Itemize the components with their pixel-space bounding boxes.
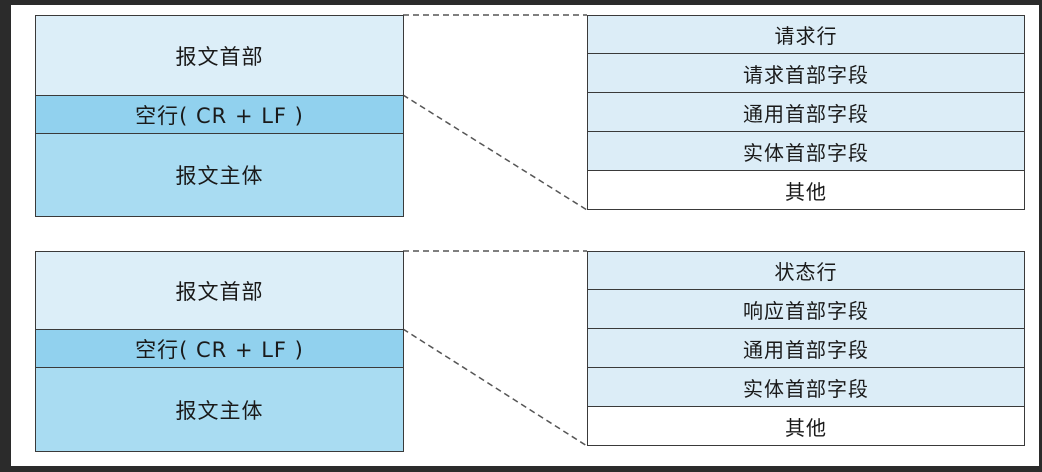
response-entity-header-fields-row: 实体首部字段 bbox=[587, 367, 1025, 407]
connector-lines bbox=[402, 14, 588, 447]
request-other-label: 其他 bbox=[785, 179, 827, 204]
request-message-body: 报文主体 bbox=[35, 133, 404, 217]
response-general-header-fields-row: 通用首部字段 bbox=[587, 328, 1025, 368]
response-message-header: 报文首部 bbox=[35, 251, 404, 330]
response-header-fields-label: 响应首部字段 bbox=[743, 298, 869, 323]
request-connector-bottom bbox=[402, 94, 588, 211]
response-other-row: 其他 bbox=[587, 406, 1025, 446]
request-general-header-fields-label: 通用首部字段 bbox=[743, 101, 869, 126]
response-message-body-label: 报文主体 bbox=[175, 398, 264, 423]
request-entity-header-fields-row: 实体首部字段 bbox=[587, 131, 1025, 171]
status-line-row: 状态行 bbox=[587, 251, 1025, 290]
request-entity-header-fields-label: 实体首部字段 bbox=[743, 140, 869, 165]
request-line-label: 请求行 bbox=[774, 24, 838, 48]
request-header-fields-row: 请求首部字段 bbox=[587, 53, 1025, 93]
request-general-header-fields-row: 通用首部字段 bbox=[587, 92, 1025, 132]
request-message-header-label: 报文首部 bbox=[175, 44, 264, 69]
request-blank-line: 空行( CR + LF ) bbox=[35, 95, 404, 134]
response-general-header-fields-label: 通用首部字段 bbox=[743, 337, 869, 362]
response-entity-header-fields-label: 实体首部字段 bbox=[743, 376, 869, 401]
request-other-row: 其他 bbox=[587, 170, 1025, 210]
response-other-label: 其他 bbox=[785, 415, 827, 440]
response-message-body: 报文主体 bbox=[35, 367, 404, 452]
response-blank-line-label: 空行( CR + LF ) bbox=[135, 337, 304, 362]
request-blank-line-label: 空行( CR + LF ) bbox=[135, 103, 304, 128]
response-message-header-label: 报文首部 bbox=[175, 279, 264, 304]
request-line-row: 请求行 bbox=[587, 15, 1025, 54]
http-message-structure-diagram: 报文首部 空行( CR + LF ) 报文主体 请求行 请求首部字段 通用首部字… bbox=[11, 5, 1039, 466]
response-header-fields-row: 响应首部字段 bbox=[587, 289, 1025, 329]
response-connector-bottom bbox=[402, 328, 588, 447]
status-line-label: 状态行 bbox=[774, 260, 838, 284]
request-message-body-label: 报文主体 bbox=[175, 164, 264, 188]
response-blank-line: 空行( CR + LF ) bbox=[35, 329, 404, 368]
request-message-header: 报文首部 bbox=[35, 15, 404, 96]
request-header-fields-label: 请求首部字段 bbox=[743, 62, 869, 87]
